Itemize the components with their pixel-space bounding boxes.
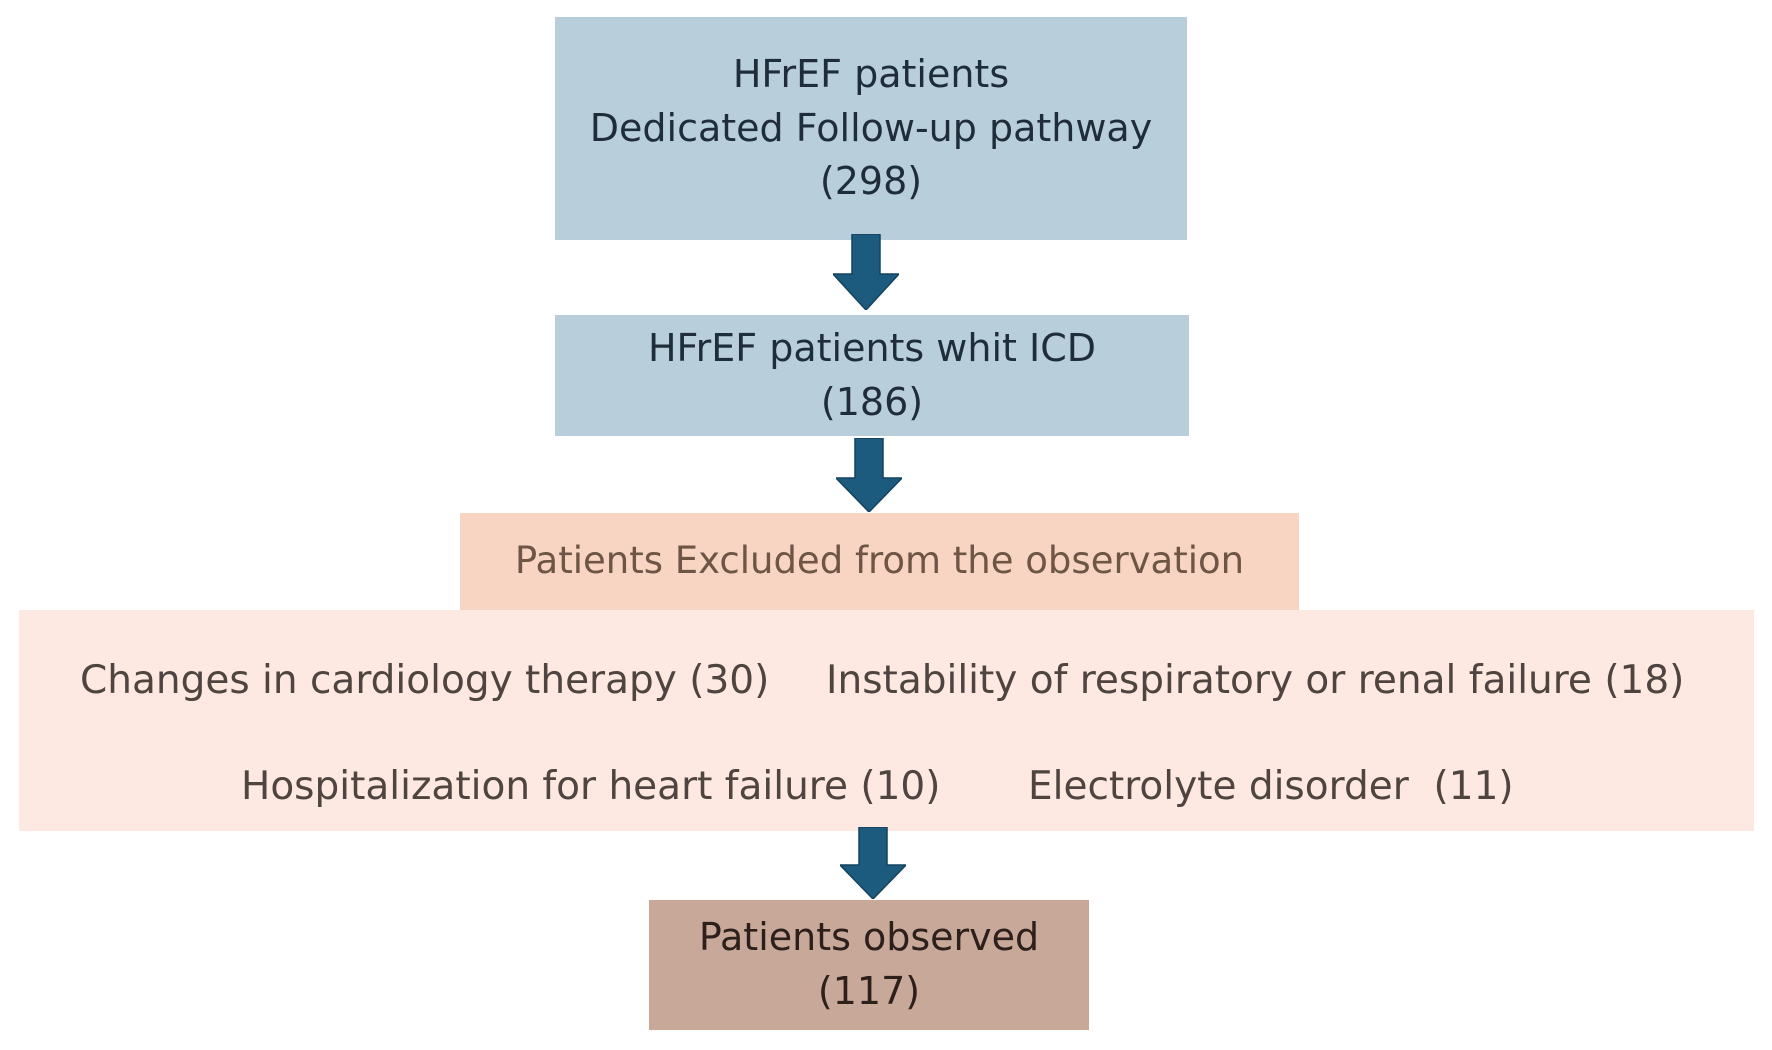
exclusion-reason-hospitalization: Hospitalization for heart failure (10) (241, 764, 941, 809)
enrolled-count: (298) (819, 159, 923, 204)
enrolled-line-2: Dedicated Follow-up pathway (589, 105, 1153, 150)
exclusion-reasons-box: Changes in cardiology therapy (30) Insta… (19, 610, 1754, 831)
observed-count: (117) (817, 969, 921, 1013)
excluded-heading: Patients Excluded from the observation (514, 539, 1245, 583)
icd-patients-box: HFrEF patients whit ICD (186) (555, 315, 1189, 436)
excluded-header-box: Patients Excluded from the observation (460, 513, 1299, 610)
observed-patients-box: Patients observed (117) (649, 900, 1089, 1030)
enrolled-line-1: HFrEF patients (732, 51, 1010, 96)
down-arrow-icon (833, 234, 899, 310)
icd-line-1: HFrEF patients whit ICD (647, 325, 1097, 370)
observed-line-1: Patients observed (698, 915, 1040, 960)
exclusion-reason-instability: Instability of respiratory or renal fail… (826, 658, 1685, 703)
exclusion-reason-electrolyte: Electrolyte disorder (11) (1028, 764, 1514, 809)
icd-count: (186) (820, 379, 924, 424)
exclusion-reason-therapy: Changes in cardiology therapy (30) (80, 658, 770, 703)
down-arrow-icon (836, 438, 902, 512)
down-arrow-icon (840, 827, 906, 899)
enrolled-patients-box: HFrEF patients Dedicated Follow-up pathw… (555, 17, 1187, 240)
